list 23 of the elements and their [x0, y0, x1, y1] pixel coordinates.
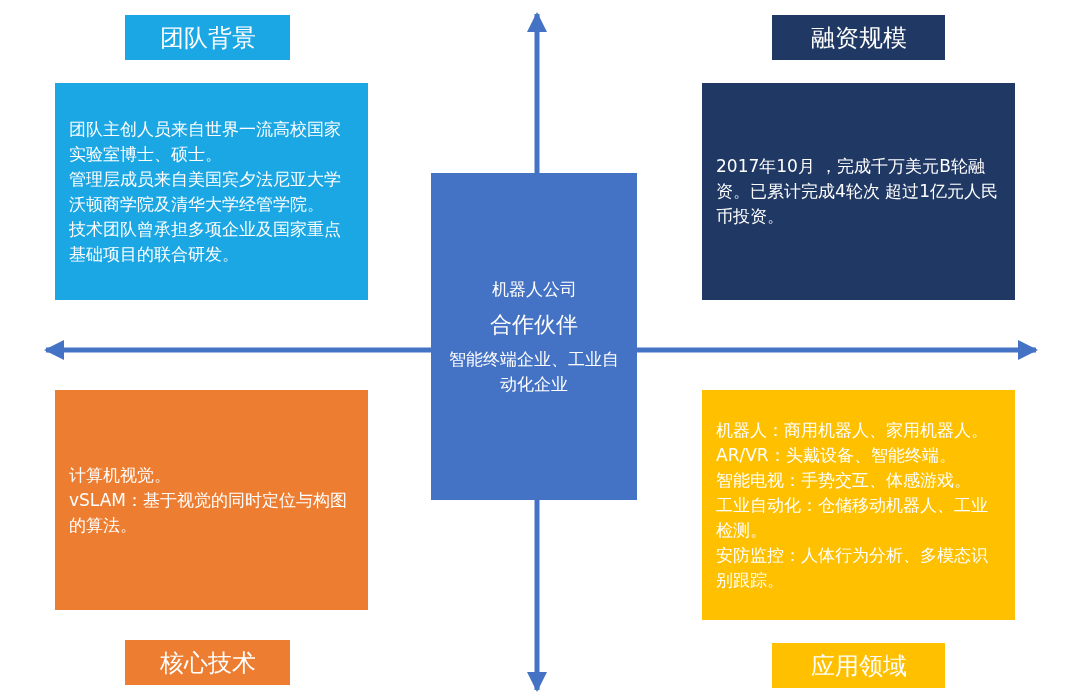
paragraph: 团队主创人员来自世界一流高校国家实验室博士、硕士。 [69, 117, 342, 166]
paragraph: 计算机视觉。 [69, 463, 172, 487]
heading-box: 团队背景 [125, 15, 290, 60]
paragraph: 2017年10月 ，完成千万美元B轮融资。已累计完成4轮次 超过1亿元人民币投资。 [716, 155, 1000, 228]
heading-box: 核心技术 [125, 640, 290, 685]
paragraph: 智能电视：手势交互、体感游戏。 [716, 468, 972, 492]
paragraph: 机器人公司 [491, 277, 577, 301]
text-panel [702, 390, 1015, 620]
text-panel [431, 173, 637, 500]
paragraph: 工业自动化：仓储移动机器人、工业检测。 [716, 493, 989, 542]
text-panel [55, 390, 368, 610]
heading-box: 融资规模 [772, 15, 945, 60]
paragraph: 机器人：商用机器人、家用机器人。 [716, 418, 989, 442]
panel-title: 合作伙伴 [490, 311, 578, 337]
paragraph: 安防监控：人体行为分析、多模态识别跟踪。 [716, 543, 989, 592]
paragraph: 智能终端企业、工业自动化企业 [448, 347, 620, 396]
paragraph: AR/VR：头戴设备、智能终端。 [716, 443, 957, 467]
paragraph: 管理层成员来自美国宾夕法尼亚大学沃顿商学院及清华大学经管学院。 [69, 167, 342, 216]
paragraph: 技术团队曾承担多项企业及国家重点基础项目的联合研发。 [69, 217, 342, 266]
paragraph: vSLAM：基于视觉的同时定位与构图的算法。 [69, 488, 348, 537]
heading-box: 应用领域 [772, 643, 945, 688]
text-panel [702, 83, 1015, 300]
text-panel [55, 83, 368, 300]
